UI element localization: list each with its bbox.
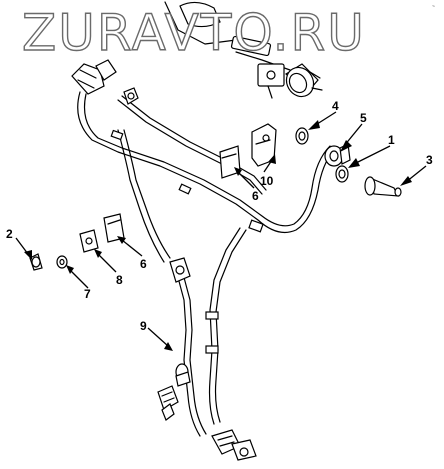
callout-2: 2 bbox=[6, 227, 13, 241]
plate-8 bbox=[79, 229, 99, 253]
callout-8: 8 bbox=[116, 273, 123, 287]
main-fuel-lines bbox=[77, 87, 335, 437]
lower-right-connector bbox=[211, 429, 257, 461]
leader-arrows bbox=[15, 111, 427, 351]
callout-4: 4 bbox=[332, 99, 339, 113]
washer-4 bbox=[295, 127, 309, 145]
lower-left-connector bbox=[157, 363, 191, 421]
upper-mount-assembly bbox=[164, 1, 291, 99]
callout-6-upper: 6 bbox=[252, 189, 259, 203]
upper-left-connector bbox=[71, 59, 117, 95]
callout-10: 10 bbox=[260, 174, 274, 188]
bracket-upper-6 bbox=[219, 145, 241, 179]
bracket-lower-6 bbox=[103, 213, 125, 243]
corner-mark: ~ bbox=[432, 4, 435, 10]
nut-7 bbox=[56, 255, 68, 269]
bolt-2 bbox=[29, 253, 43, 271]
callout-7: 7 bbox=[84, 287, 91, 301]
banjo-bolt-3 bbox=[364, 176, 402, 197]
callout-3: 3 bbox=[426, 153, 433, 167]
watermark-text: ZURAVTO.RU bbox=[22, 4, 366, 62]
callout-6-lower: 6 bbox=[140, 257, 147, 271]
callout-9: 9 bbox=[140, 319, 147, 333]
tube-clips bbox=[110, 129, 264, 354]
callout-5: 5 bbox=[360, 111, 367, 125]
large-connector bbox=[285, 63, 323, 98]
washer-1 bbox=[335, 165, 349, 183]
callout-1: 1 bbox=[388, 133, 395, 147]
callout-labels: 4 5 1 3 2 7 8 6 6 10 9 bbox=[6, 99, 433, 333]
